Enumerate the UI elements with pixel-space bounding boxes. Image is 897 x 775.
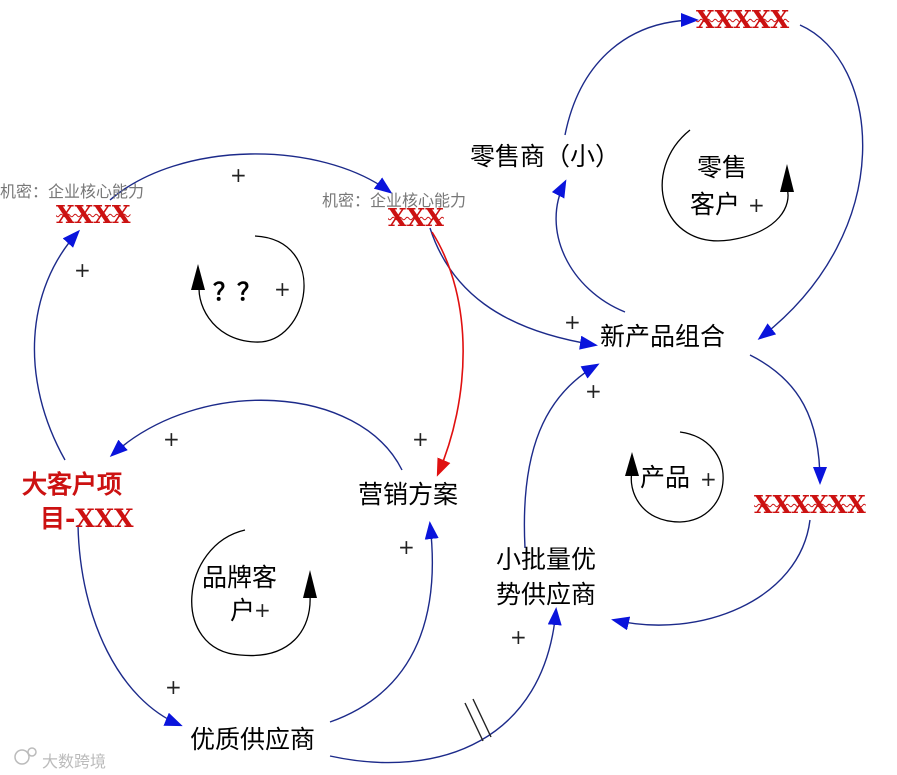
loop-label-product: 产品	[640, 463, 691, 492]
link-big-client-to-xxxx	[33, 229, 81, 461]
loop-indicator-question	[191, 235, 305, 343]
link-retailer-to-xxxxx	[564, 13, 699, 136]
node-quality-supplier: 优质供应商	[190, 725, 316, 754]
link-big-client-to-quality-supplier	[77, 524, 183, 727]
polarity-plus: +	[230, 163, 247, 187]
link-xxxxx-to-new-product-mix	[757, 24, 864, 340]
node-new-product-mix: 新产品组合	[600, 322, 726, 351]
node-xxxx-left: XXXX	[56, 200, 131, 229]
node-small-batch-line1: 小批量优	[496, 545, 597, 574]
node-xxxxx-top: XXXXX	[696, 5, 790, 34]
polarity-plus: +	[700, 467, 717, 491]
link-quality-supplier-to-small-batch	[329, 607, 562, 764]
polarity-plus: +	[748, 193, 765, 217]
polarity-plus: +	[274, 277, 291, 301]
loop-indicator-brand	[191, 529, 317, 657]
watermark-logo	[14, 747, 37, 765]
node-small-batch-line2: 势供应商	[496, 580, 597, 609]
node-retail-customer-line2: 客户	[690, 190, 741, 219]
link-xxx-to-new-product-mix	[429, 227, 598, 350]
link-xxxxxx-to-small-batch-supplier	[611, 519, 811, 631]
delay-mark	[464, 698, 492, 742]
link-xxx-to-marketing-plan	[431, 231, 464, 477]
node-big-client-line1: 大客户项	[22, 470, 123, 499]
link-marketing-plan-to-big-client	[109, 399, 403, 471]
loop-label-brand-line2: 户	[230, 596, 256, 625]
polarity-plus: +	[254, 598, 271, 622]
link-small-batch-to-new-product-mix	[523, 363, 600, 549]
node-xxx-mid: XXX	[388, 203, 444, 232]
watermark-text-left: 机密：企业核心能力	[0, 182, 145, 201]
link-new-product-mix-to-xxxxxx	[749, 354, 827, 485]
polarity-plus: +	[398, 535, 415, 559]
node-marketing-plan: 营销方案	[358, 480, 459, 509]
link-new-product-mix-to-retailer	[551, 179, 626, 313]
node-retail-customer-line1: 零售	[697, 153, 748, 182]
polarity-plus: +	[74, 258, 91, 282]
polarity-plus: +	[564, 310, 581, 334]
link-quality-supplier-to-marketing-plan	[329, 521, 439, 723]
watermark-text-mid: 机密：企业核心能力	[322, 191, 467, 210]
loop-label-brand-line1: 品牌客	[202, 563, 278, 592]
node-retailer-small: 零售商（小）	[470, 142, 621, 171]
polarity-plus: +	[510, 625, 527, 649]
polarity-plus: +	[165, 675, 182, 699]
loop-indicator-retail	[661, 129, 794, 242]
node-xxxxxx-right: XXXXXX	[754, 490, 866, 519]
watermark-corner: 大数跨境	[42, 752, 107, 771]
loop-label-question: ？？	[213, 278, 261, 306]
link-xxxx-to-xxx	[109, 153, 393, 201]
polarity-plus: +	[163, 427, 180, 451]
loop-indicator-product	[625, 431, 724, 523]
polarity-plus: +	[412, 427, 429, 451]
polarity-plus: +	[585, 379, 602, 403]
node-big-client-line2: 目-XXX	[40, 504, 134, 533]
